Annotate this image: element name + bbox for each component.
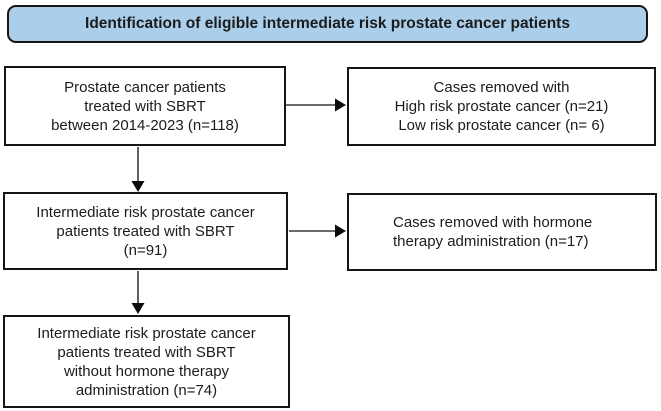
box-line: (n=91) [123, 241, 168, 259]
arrow-down-2 [131, 271, 145, 314]
box-line: High risk prostate cancer (n=21) [394, 98, 609, 115]
arrow-down-1 [131, 147, 145, 192]
box-line: patients treated with SBRT [56, 222, 235, 240]
box-line: Cases removed with [433, 79, 570, 96]
box-line: Prostate cancer patients [64, 78, 226, 96]
box-cases-removed-hormone: Cases removed with hormone therapy admin… [347, 193, 657, 271]
box-line: administration (n=74) [75, 381, 218, 399]
box-line: Intermediate risk prostate cancer [36, 203, 255, 221]
box-line: between 2014-2023 (n=118) [51, 116, 239, 134]
box-line: Cases removed with hormone [393, 214, 593, 231]
box-line: treated with SBRT [84, 97, 206, 115]
title-banner: Identification of eligible intermediate … [7, 5, 648, 43]
box-line: patients treated with SBRT [57, 343, 236, 361]
page-title: Identification of eligible intermediate … [85, 15, 570, 32]
box-sbrt-patients: Prostate cancer patients treated with SB… [4, 66, 286, 146]
box-final-cohort: Intermediate risk prostate cancer patien… [3, 315, 290, 408]
arrow-right-1 [286, 98, 346, 112]
box-intermediate-sbrt: Intermediate risk prostate cancer patien… [3, 192, 288, 270]
arrow-right-2 [289, 224, 346, 238]
box-line: without hormone therapy [63, 362, 230, 380]
box-line: Intermediate risk prostate cancer [37, 324, 256, 342]
box-line: Low risk prostate cancer (n= 6) [398, 117, 605, 134]
box-line: therapy administration (n=17) [393, 233, 589, 250]
box-cases-removed-risk: Cases removed with High risk prostate ca… [347, 67, 656, 146]
